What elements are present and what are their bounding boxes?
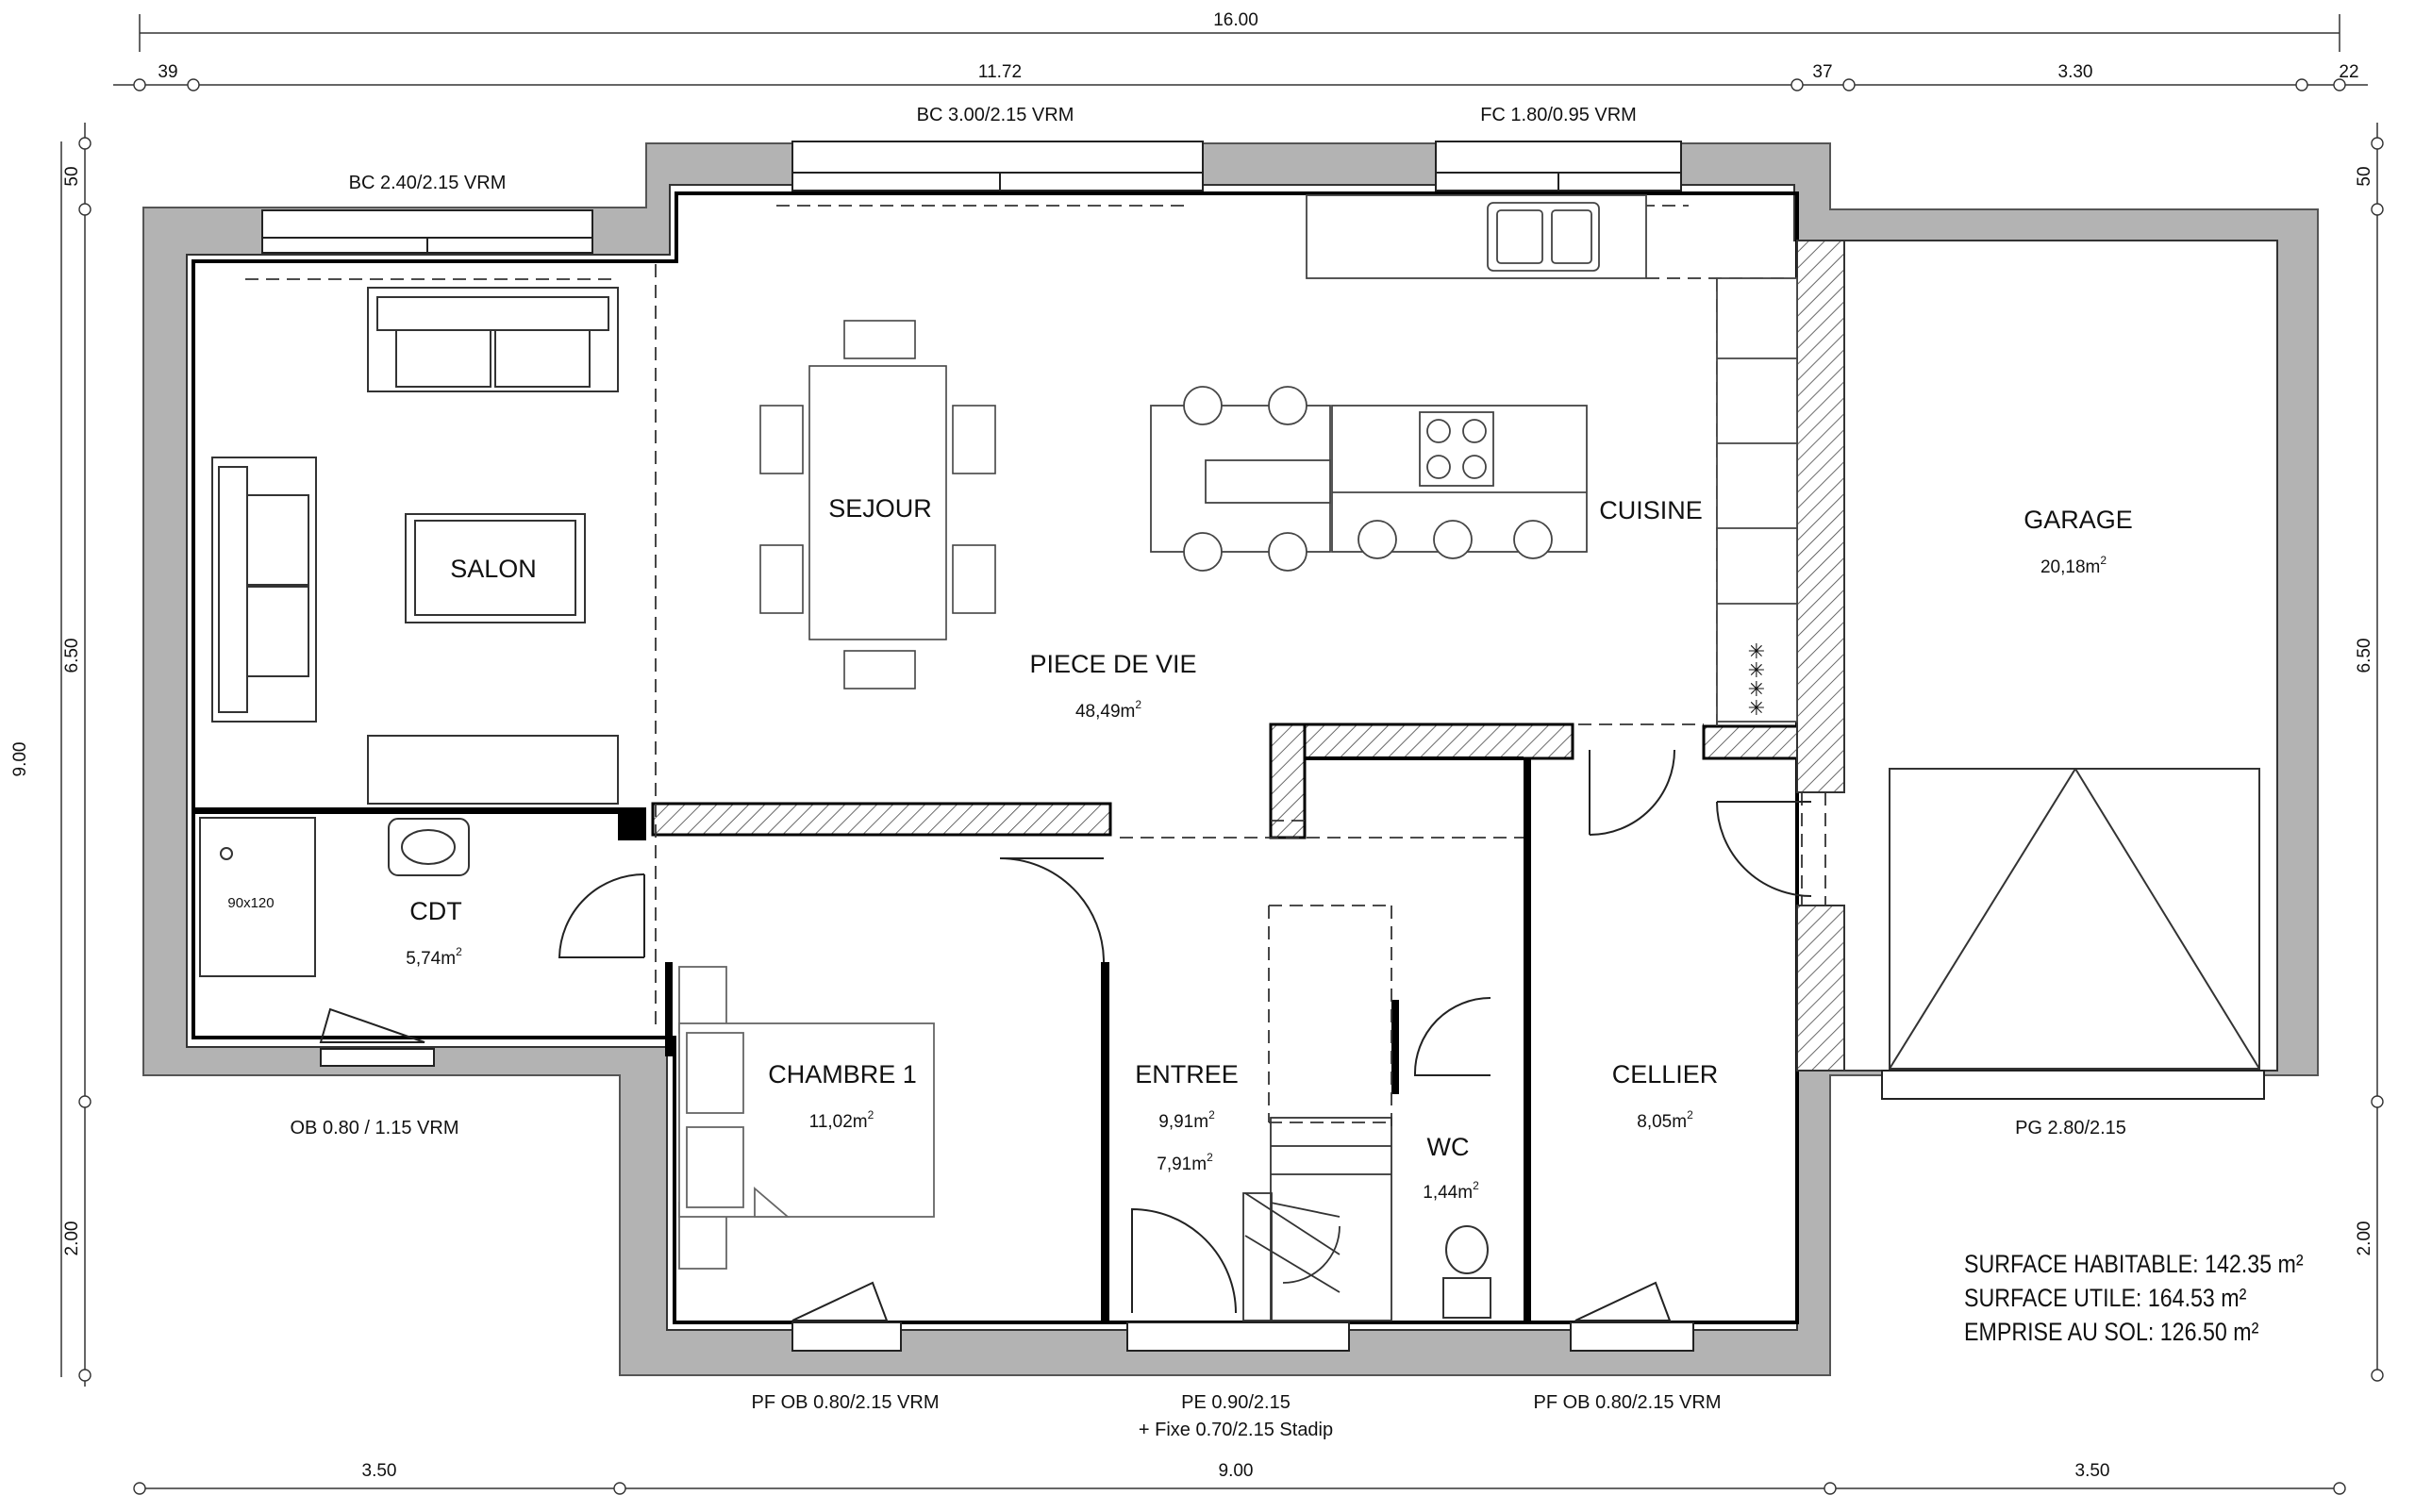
dining-table	[808, 365, 947, 640]
room-entree-area-2: 7,91m2	[1157, 1151, 1213, 1174]
kitchen-counter-right	[1716, 277, 1798, 723]
label-pg-garage: PG 2.80/2.15	[2015, 1118, 2126, 1138]
dimension-texts: 16.00 39 11.72 37 3.30 22 3.50 9.00 3.50…	[10, 10, 2374, 1481]
cdt-fixtures	[199, 817, 470, 977]
room-cellier-area: 8,05m2	[1637, 1108, 1693, 1132]
shower-size: 90x120	[227, 895, 274, 911]
doors	[319, 749, 1812, 1321]
room-wc-area: 1,44m2	[1423, 1179, 1479, 1203]
surface-summary: SURFACE HABITABLE: 142.35 m² SURFACE UTI…	[1964, 1247, 2338, 1349]
room-salon-name: SALON	[450, 555, 537, 583]
room-garage-name: GARAGE	[2024, 506, 2133, 534]
dim-right-seg-3: 2.00	[2355, 1221, 2374, 1256]
dim-bottom-seg-2: 3.50	[2075, 1461, 2110, 1481]
dimension-lines	[60, 14, 2378, 1489]
label-pe-entree-fixe: + Fixe 0.70/2.15 Stadip	[1139, 1420, 1333, 1440]
room-piece-de-vie-name: PIECE DE VIE	[1029, 650, 1196, 678]
opening-labels: BC 2.40/2.15 VRM BC 3.00/2.15 VRM FC 1.8…	[291, 105, 2126, 1440]
oven-stars: ✳ ✳ ✳ ✳	[1748, 640, 1765, 720]
dim-top-seg-1: 39	[158, 62, 177, 82]
dim-right-seg-2: 6.50	[2355, 639, 2374, 673]
dim-top-seg-3: 37	[1812, 62, 1832, 82]
label-pf-chambre: PF OB 0.80/2.15 VRM	[752, 1392, 940, 1413]
window-sejour	[791, 141, 1204, 191]
room-sejour-name: SEJOUR	[828, 494, 932, 523]
tv-unit	[367, 735, 619, 805]
room-entree-name: ENTREE	[1135, 1060, 1239, 1088]
room-cdt-name: CDT	[409, 897, 462, 925]
window-chambre	[791, 1321, 902, 1352]
room-cdt-area: 5,74m2	[406, 945, 462, 969]
surface-habitable: SURFACE HABITABLE: 142.35 m²	[1964, 1250, 2304, 1278]
dim-bottom-seg-1: 3.50	[362, 1461, 397, 1481]
room-chambre1-name: CHAMBRE 1	[768, 1060, 917, 1088]
windows	[261, 141, 2265, 1352]
dim-top-seg-4: 3.30	[2058, 62, 2093, 82]
emprise-au-sol: EMPRISE AU SOL: 126.50 m²	[1964, 1318, 2259, 1346]
room-entree-area: 9,91m2	[1158, 1108, 1215, 1132]
label-bc-sejour: BC 3.00/2.15 VRM	[917, 105, 1074, 125]
dim-top-total: 16.00	[1213, 10, 1258, 30]
garage-door	[1889, 768, 2260, 1070]
dim-top-seg-2: 11.72	[978, 62, 1022, 82]
room-cuisine-name: CUISINE	[1599, 496, 1703, 524]
label-pf-cellier: PF OB 0.80/2.15 VRM	[1534, 1392, 1722, 1413]
label-pe-entree: PE 0.90/2.15	[1181, 1392, 1291, 1413]
svg-text:✳: ✳	[1748, 658, 1765, 682]
chambre-furniture	[678, 966, 935, 1270]
dim-left-seg-2: 6.50	[62, 639, 82, 673]
label-bc-salon: BC 2.40/2.15 VRM	[349, 173, 507, 193]
room-labels: SALON SEJOUR CUISINE PIECE DE VIE 48,49m…	[227, 494, 2132, 1203]
room-piece-de-vie-area: 48,49m2	[1075, 698, 1141, 722]
svg-text:✳: ✳	[1748, 640, 1765, 663]
salon-furniture	[211, 287, 619, 805]
dim-right-seg-1: 50	[2355, 166, 2374, 186]
sejour-furniture	[759, 320, 996, 690]
room-garage-area: 20,18m2	[2040, 554, 2107, 577]
wc-toilet	[1442, 1225, 1491, 1319]
dim-left-seg-3: 2.00	[62, 1221, 82, 1256]
window-cdt	[320, 1048, 435, 1067]
kitchen	[1150, 194, 1798, 723]
dim-bottom-total: 9.00	[1219, 1461, 1254, 1481]
window-cellier	[1570, 1321, 1694, 1352]
dim-left-total: 9.00	[10, 742, 30, 777]
dimension-ticks	[78, 78, 2384, 1495]
svg-text:✳: ✳	[1748, 696, 1765, 720]
label-fc-cuisine: FC 1.80/0.95 VRM	[1480, 105, 1637, 125]
room-wc-name: WC	[1427, 1133, 1470, 1161]
room-cellier-name: CELLIER	[1612, 1060, 1719, 1088]
svg-text:✳: ✳	[1748, 677, 1765, 701]
window-garage	[1881, 1070, 2265, 1100]
dim-top-seg-5: 22	[2339, 62, 2358, 82]
label-ob-cdt: OB 0.80 / 1.15 VRM	[291, 1118, 459, 1138]
dim-left-seg-1: 50	[62, 166, 82, 186]
shower	[199, 817, 316, 977]
interior-walls	[193, 240, 1845, 1323]
surface-utile: SURFACE UTILE: 164.53 m²	[1964, 1284, 2247, 1312]
stairs	[1242, 1117, 1392, 1321]
room-chambre1-area: 11,02m2	[809, 1108, 874, 1132]
door-entree-frame	[1126, 1321, 1350, 1352]
